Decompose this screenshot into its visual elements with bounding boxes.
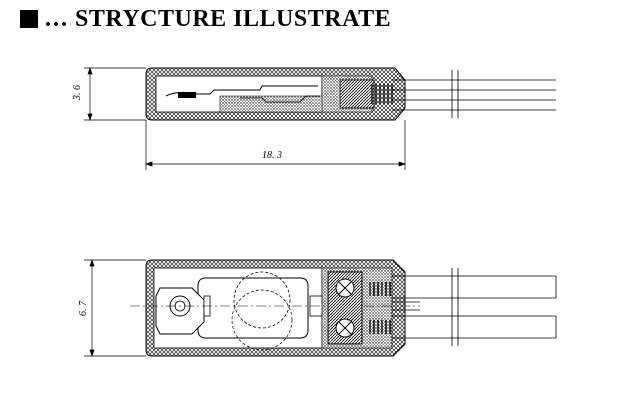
top-height-label: 3. 6 xyxy=(72,85,83,101)
bottom-screw-top-cross xyxy=(338,281,352,295)
top-spring xyxy=(240,95,320,103)
bottom-screw-bottom-cross xyxy=(338,321,352,335)
top-length-label: 18. 3 xyxy=(262,150,282,161)
top-contact xyxy=(178,92,196,98)
bottom-body xyxy=(197,277,309,339)
top-terminal-stripes xyxy=(371,84,393,104)
bottom-dashed-disc xyxy=(233,271,291,329)
top-view: 3. 6 18. 3 xyxy=(72,66,556,170)
page-title: … STRYCTURE ILLUSTRATE xyxy=(20,4,391,34)
bottom-crimp-stripes xyxy=(369,282,391,334)
top-lead-wires xyxy=(392,70,556,118)
bottom-view: 6. 7 xyxy=(78,258,557,358)
title-text: … STRYCTURE ILLUSTRATE xyxy=(44,5,392,32)
bottom-lead-wires xyxy=(392,268,557,346)
top-height-dimension xyxy=(84,66,146,122)
square-bullet-icon xyxy=(20,10,38,28)
top-filler-2 xyxy=(219,95,323,113)
top-terminal xyxy=(339,79,375,109)
bottom-height-dimension xyxy=(84,258,146,358)
bottom-dashed-disc-2 xyxy=(231,289,293,351)
bottom-height-label: 6. 7 xyxy=(78,300,89,316)
top-length-dimension xyxy=(144,120,407,170)
